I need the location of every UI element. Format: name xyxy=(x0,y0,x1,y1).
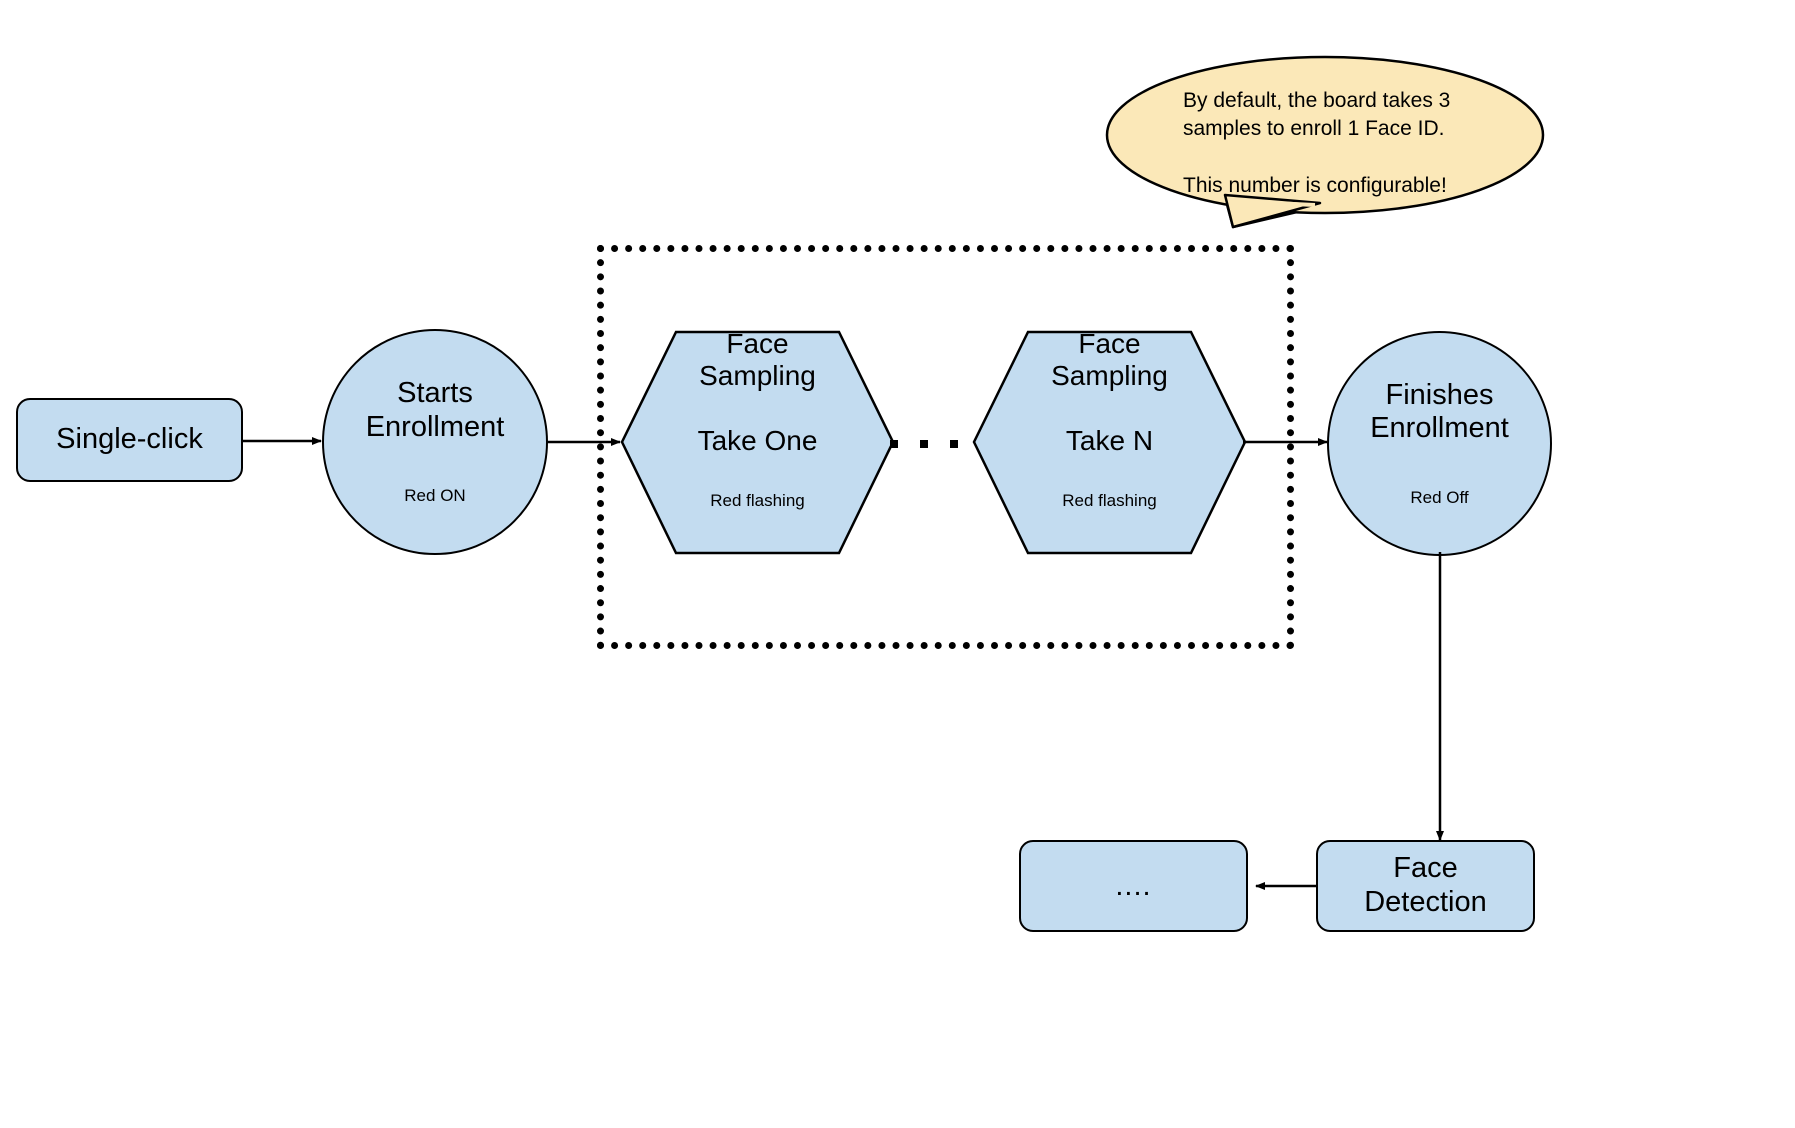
callout-text: By default, the board takes 3 samples to… xyxy=(1183,89,1451,198)
node-face-sampling-take-one-title: Face Sampling xyxy=(699,327,816,392)
connector-sampling-n-to-finishes-enrollment xyxy=(1243,438,1328,446)
node-single-click[interactable]: Single-click xyxy=(16,398,243,482)
node-starts-enrollment-status: Red ON xyxy=(404,486,466,506)
node-finishes-enrollment[interactable]: Finishes Enrollment Red Off xyxy=(1327,331,1552,556)
node-face-sampling-take-one-take: Take One xyxy=(697,424,818,456)
node-face-sampling-take-one-status: Red flashing xyxy=(710,491,805,510)
callout-balloon: By default, the board takes 3 samples to… xyxy=(1105,45,1545,245)
node-more-steps-label: .... xyxy=(1115,869,1152,902)
connector-starts-enrollment-to-sampling-one xyxy=(548,438,621,446)
callout-shape xyxy=(1105,55,1545,229)
connector-single-click-to-starts-enrollment xyxy=(243,437,322,445)
node-face-detection-label: Face Detection xyxy=(1364,852,1487,918)
hexagon-shape xyxy=(972,330,1247,555)
node-finishes-enrollment-status: Red Off xyxy=(1410,487,1469,507)
node-starts-enrollment-label: Starts Enrollment xyxy=(365,377,505,443)
node-face-sampling-take-n-status: Red flashing xyxy=(1062,491,1157,510)
node-face-detection[interactable]: Face Detection xyxy=(1316,840,1535,932)
node-face-sampling-take-one[interactable]: Face Sampling Take One Red flashing xyxy=(620,327,895,555)
node-finishes-enrollment-label: Finishes Enrollment xyxy=(1370,378,1509,445)
node-face-sampling-take-n[interactable]: Face Sampling Take N Red flashing xyxy=(972,327,1247,555)
sampling-loop-group-box xyxy=(597,245,1294,649)
connector-finishes-enrollment-to-face-detection xyxy=(1436,552,1444,841)
node-more-steps[interactable]: .... xyxy=(1019,840,1248,932)
connector-face-detection-to-more-steps xyxy=(1255,882,1318,890)
node-single-click-label: Single-click xyxy=(56,423,203,456)
node-face-sampling-take-n-take: Take N xyxy=(1065,424,1154,456)
connector-sampling-one-to-sampling-n xyxy=(890,440,1016,448)
node-face-sampling-take-n-title: Face Sampling xyxy=(1051,327,1168,392)
hexagon-shape xyxy=(620,330,895,555)
node-starts-enrollment[interactable]: Starts Enrollment Red ON xyxy=(322,329,548,555)
